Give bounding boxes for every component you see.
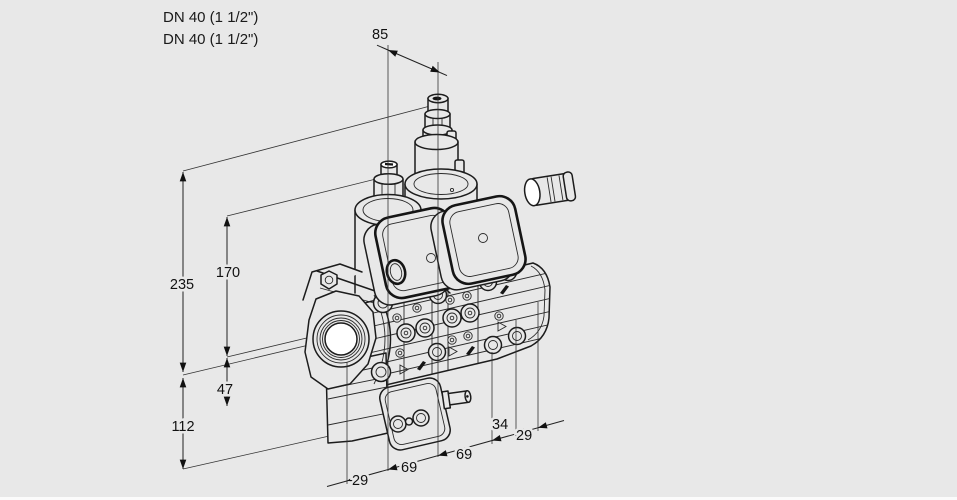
bolt bbox=[483, 335, 503, 355]
dim-depth-29-front-label: 29 bbox=[352, 473, 368, 489]
dim-depth-69-1-label: 69 bbox=[401, 460, 417, 476]
dim-235-label: 235 bbox=[170, 277, 194, 293]
solenoid-shield-right bbox=[430, 194, 527, 291]
screwdriver-slot bbox=[432, 96, 442, 101]
dim-depth-69-2-label: 69 bbox=[456, 447, 472, 463]
bolt bbox=[370, 361, 392, 383]
dim-depth-29-rear-label: 29 bbox=[516, 428, 532, 444]
screwdriver-slot bbox=[384, 162, 394, 166]
pressure-test-port bbox=[389, 415, 407, 433]
dim-depth-34-label: 34 bbox=[492, 417, 508, 433]
connection-label-1: DN 40 (1 1/2") bbox=[163, 9, 258, 26]
dimension-lines bbox=[179, 44, 565, 487]
bolt bbox=[427, 342, 447, 362]
clamp-hex-bolt bbox=[320, 270, 338, 290]
extension-lines bbox=[346, 45, 539, 484]
test-point-markers bbox=[399, 285, 509, 375]
conduit-oval bbox=[385, 258, 407, 286]
valve-seat-boss bbox=[396, 303, 480, 343]
bolt bbox=[507, 326, 527, 346]
threaded-inlet-flange bbox=[302, 263, 392, 390]
right-flange-contour bbox=[527, 265, 546, 341]
dim-85-label: 85 bbox=[372, 27, 388, 43]
page-bottom-edge bbox=[0, 497, 957, 500]
drawing-labels: DN 40 (1 1/2") DN 40 (1 1/2") 85 235 170… bbox=[163, 9, 535, 492]
dim-112-label: 112 bbox=[171, 419, 194, 435]
small-screws bbox=[392, 291, 504, 358]
connection-label-2: DN 40 (1 1/2") bbox=[163, 31, 258, 48]
dim-47-label: 47 bbox=[217, 382, 233, 398]
dim-line-85 bbox=[387, 49, 441, 73]
pressure-test-port bbox=[412, 409, 430, 427]
reference-lines bbox=[182, 104, 435, 470]
cable-gland bbox=[523, 171, 577, 207]
vent-nipple bbox=[441, 390, 472, 410]
dim-170-label: 170 bbox=[216, 265, 240, 281]
